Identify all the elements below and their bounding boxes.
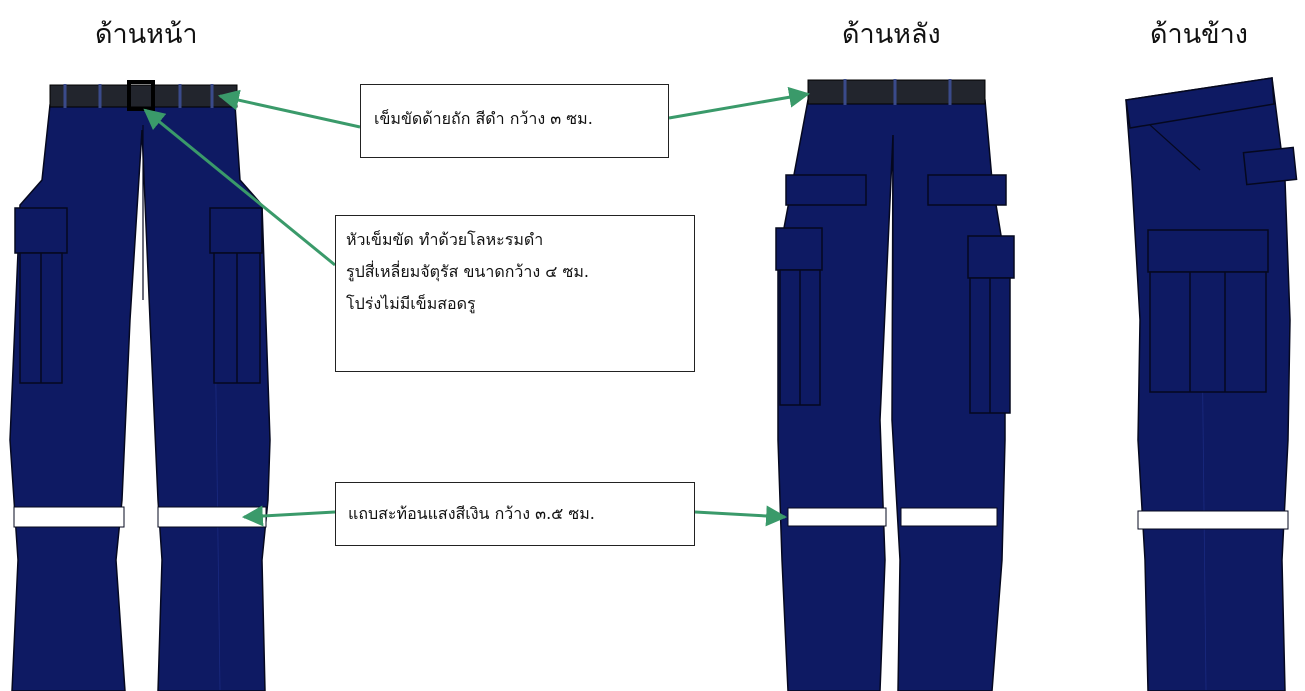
back-view-title: ด้านหลัง: [842, 19, 941, 50]
side-hip-pocket: [1242, 146, 1298, 186]
back-left-hip-pocket: [785, 174, 867, 206]
back-right-hip-pocket: [927, 174, 1007, 206]
back-belt-loops: [843, 79, 952, 105]
back-right-cargo-pocket: [967, 235, 1015, 279]
front-left-cargo-pocket: [14, 207, 68, 254]
belt-callout: เข็มขัดด้ายถัก สีดำ กว้าง ๓ ซม.: [360, 84, 669, 158]
buckle-arrow: [143, 108, 336, 267]
side-waistband: [1125, 77, 1275, 129]
front-belt: [49, 84, 238, 108]
back-left-cargo-pocket: [775, 227, 823, 271]
belt-callout-text: เข็มขัดด้ายถัก สีดำ กว้าง ๓ ซม.: [374, 109, 593, 128]
side-view-title: ด้านข้าง: [1150, 19, 1248, 50]
front-belt-loops: [63, 84, 214, 108]
front-right-cargo-pocket: [209, 207, 263, 254]
buckle-callout: หัวเข็มขัด ทำด้วยโลหะรมดำ รูปสี่เหลี่ยมจ…: [335, 215, 695, 372]
back-right-reflective-strip: [900, 507, 998, 527]
belt-buckle: [127, 80, 155, 111]
belt-arrow-front: [217, 89, 361, 129]
front-view-title: ด้านหน้า: [95, 19, 198, 50]
reflective-callout-text: แถบสะท้อนแสงสีเงิน กว้าง ๓.๕ ซม.: [348, 504, 595, 523]
front-pants: [9, 104, 271, 691]
buckle-callout-line-3: โปร่งไม่มีเข็มสอดรู: [346, 294, 476, 313]
back-left-reflective-strip: [787, 507, 887, 527]
belt-arrow-back: [668, 86, 811, 120]
reflective-strip-callout: แถบสะท้อนแสงสีเงิน กว้าง ๓.๕ ซม.: [335, 482, 695, 546]
side-pants: [1125, 77, 1298, 691]
reflective-arrow-back: [694, 505, 788, 527]
callout-arrows: [143, 86, 811, 527]
buckle-callout-line-2: รูปสี่เหลี่ยมจัตุรัส ขนาดกว้าง ๔ ซม.: [346, 262, 589, 281]
side-cargo-pocket-flap: [1147, 229, 1269, 273]
side-reflective-strip: [1137, 510, 1289, 530]
front-pants-body: [9, 104, 271, 691]
buckle-callout-line-1: หัวเข็มขัด ทำด้วยโลหะรมดำ: [346, 230, 544, 249]
reflective-arrow-front: [241, 505, 336, 527]
back-pants: [775, 99, 1015, 691]
front-left-reflective-strip: [13, 506, 125, 528]
